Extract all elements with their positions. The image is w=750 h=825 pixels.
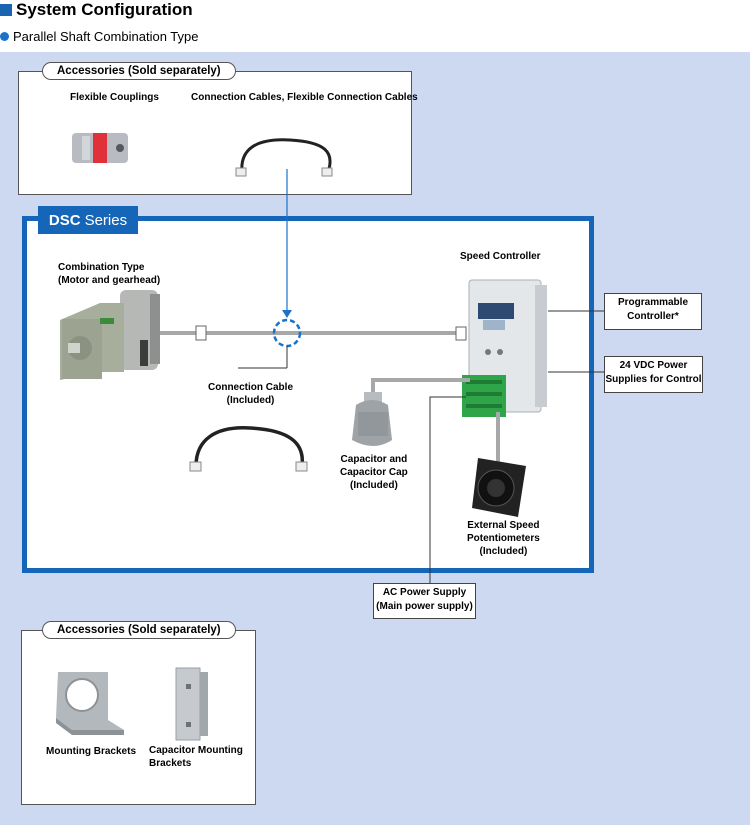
series-brand: DSC bbox=[48, 211, 81, 229]
capacitor-mounting-line2: Brackets bbox=[149, 758, 192, 769]
ac-callout: AC Power Supply (Main power supply) bbox=[373, 583, 476, 619]
capacitor-label: Capacitor and Capacitor Cap (Included) bbox=[340, 453, 408, 492]
motor-label-line2: (Motor and gearhead) bbox=[58, 275, 161, 286]
motor-label-line1: Combination Type bbox=[58, 262, 145, 273]
motor-gearhead-icon bbox=[60, 290, 160, 380]
page-subtitle: Parallel Shaft Combination Type bbox=[0, 29, 198, 44]
ac-line2: (Main power supply) bbox=[376, 601, 473, 612]
capacitor-line3: (Included) bbox=[350, 480, 398, 491]
bullet-dot-icon bbox=[0, 32, 9, 41]
capacitor-line1: Capacitor and bbox=[340, 454, 408, 465]
potentiometer-label: External Speed Potentiometers (Included) bbox=[467, 519, 540, 558]
flexible-coupling-icon bbox=[72, 133, 128, 163]
motor-controller-cable bbox=[160, 325, 467, 341]
connection-cable-label: Connection Cable (Included) bbox=[208, 381, 293, 407]
mounting-bracket-icon bbox=[56, 672, 124, 735]
capacitor-line2: Capacitor Cap bbox=[340, 467, 408, 478]
connection-cable-line1: Connection Cable bbox=[208, 382, 294, 393]
vdc-callout: 24 VDC Power Supplies for Control bbox=[604, 356, 703, 393]
vdc-line2: Supplies for Control bbox=[605, 374, 702, 385]
ac-power-line bbox=[429, 396, 466, 583]
plc-line2: Controller* bbox=[627, 311, 679, 322]
connection-cable-top-icon bbox=[235, 138, 333, 177]
capacitor-icon bbox=[352, 392, 392, 446]
vdc-line1: 24 VDC Power bbox=[619, 360, 688, 371]
capacitor-mounting-bracket-icon bbox=[175, 667, 208, 741]
mounting-brackets-label: Mounting Brackets bbox=[46, 746, 137, 757]
capacitor-mounting-line1: Capacitor Mounting bbox=[149, 745, 243, 756]
plc-callout: Programmable Controller* bbox=[604, 293, 702, 330]
title-square-icon bbox=[0, 4, 12, 16]
potentiometer-line1: External Speed bbox=[467, 520, 540, 531]
cable-arrow-line bbox=[282, 169, 292, 318]
connection-cable-included-icon bbox=[189, 426, 308, 472]
title-text: System Configuration bbox=[16, 0, 193, 19]
potentiometer-line3: (Included) bbox=[479, 546, 528, 557]
series-suffix: Series bbox=[84, 211, 128, 229]
flexible-couplings-label: Flexible Couplings bbox=[70, 92, 159, 103]
speed-controller-icon bbox=[462, 279, 547, 417]
connection-cables-label: Connection Cables, Flexible Connection C… bbox=[191, 92, 418, 103]
dsc-series-tab: DSC Series bbox=[38, 206, 138, 234]
page-title: System Configuration bbox=[0, 0, 193, 20]
external-potentiometer-icon bbox=[472, 458, 526, 517]
capacitor-wire bbox=[371, 378, 470, 392]
potentiometer-line2: Potentiometers bbox=[467, 533, 540, 544]
accessories-bottom-title: Accessories (Sold separately) bbox=[42, 621, 236, 639]
subtitle-text: Parallel Shaft Combination Type bbox=[13, 29, 199, 44]
accessories-top-title: Accessories (Sold separately) bbox=[42, 62, 236, 80]
motor-label: Combination Type (Motor and gearhead) bbox=[58, 261, 160, 287]
capacitor-mounting-brackets-label: Capacitor Mounting Brackets bbox=[149, 744, 243, 770]
ac-line1: AC Power Supply bbox=[382, 587, 467, 598]
plc-line1: Programmable bbox=[617, 297, 689, 308]
connection-cable-line2: (Included) bbox=[226, 395, 275, 406]
speed-controller-label: Speed Controller bbox=[460, 251, 541, 262]
